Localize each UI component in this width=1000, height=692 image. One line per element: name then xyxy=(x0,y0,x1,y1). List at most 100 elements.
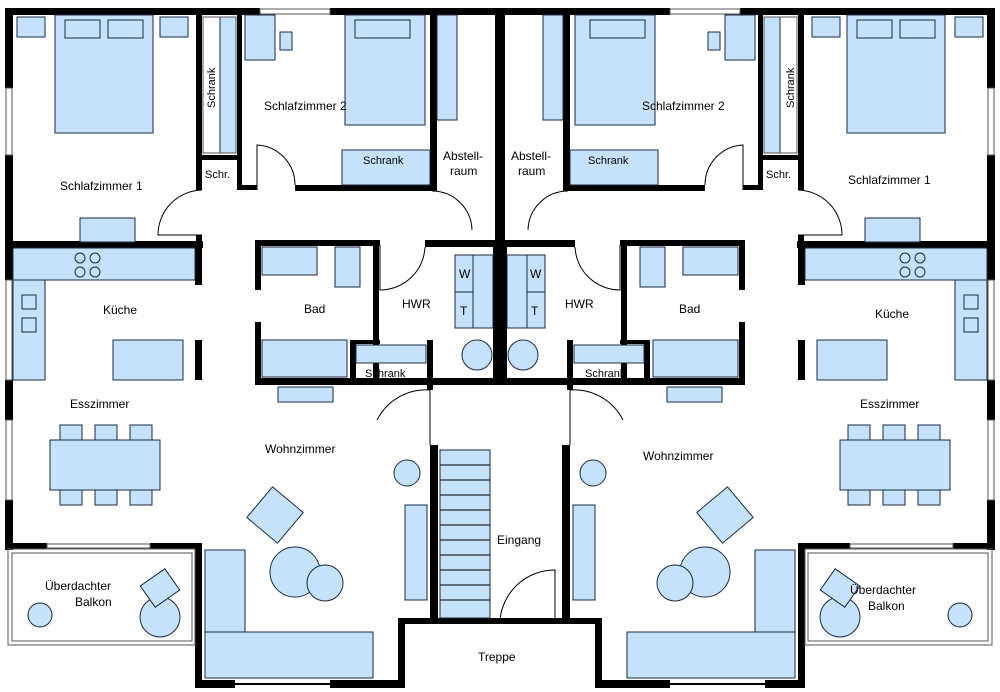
bench xyxy=(277,386,334,403)
room-label-bedroom2: Schlafzimmer 2 xyxy=(642,99,725,113)
outer-wall xyxy=(330,680,405,688)
chair xyxy=(279,31,293,51)
pillow xyxy=(64,19,101,39)
stove-burner xyxy=(74,266,86,278)
interior-wall xyxy=(425,240,495,247)
outer-wall xyxy=(398,620,405,688)
balcony-railing xyxy=(11,552,193,642)
left-unit-geometry xyxy=(5,8,505,688)
room-label-utility: HWR xyxy=(565,297,594,311)
room-label-dining: Esszimmer xyxy=(860,397,919,411)
room-label-living: Wohnzimmer xyxy=(643,449,713,463)
outer-wall xyxy=(5,8,13,88)
storage-label: raum xyxy=(450,164,477,178)
wardrobe-small-label: Schr. xyxy=(766,169,791,181)
room-label-balcony: Balkon xyxy=(75,595,112,609)
dining-table xyxy=(49,439,161,491)
outer-wall xyxy=(5,380,13,420)
hall-wardrobe-label: Schrank xyxy=(365,368,406,380)
door-swing xyxy=(379,245,426,291)
wardrobe-label: Schrank xyxy=(588,155,629,167)
outer-wall xyxy=(330,8,500,15)
dryer-label: T xyxy=(531,304,539,318)
room-label-bath: Bad xyxy=(304,302,325,316)
room-label-dining: Esszimmer xyxy=(70,397,129,411)
sofa xyxy=(204,631,374,679)
outer-wall xyxy=(195,543,202,683)
entrance-label: Eingang xyxy=(497,533,541,547)
washer-label: W xyxy=(530,267,542,281)
interior-wall xyxy=(237,185,257,190)
chair xyxy=(129,424,153,441)
interior-wall xyxy=(196,15,202,190)
balcony-railing xyxy=(7,548,196,646)
interior-wall xyxy=(196,235,202,248)
interior-wall xyxy=(195,340,202,380)
nightstand xyxy=(16,16,46,38)
sink xyxy=(21,317,37,333)
boiler xyxy=(461,339,493,371)
room-label-balcony: Balkon xyxy=(868,599,905,613)
washer-label: W xyxy=(459,267,471,281)
wardrobe-label: Schrank xyxy=(785,67,797,108)
room-label-bedroom2: Schlafzimmer 2 xyxy=(264,99,347,113)
outer-wall xyxy=(5,8,260,15)
wardrobe-frame xyxy=(202,16,237,154)
dryer-label: T xyxy=(460,304,468,318)
door-swing xyxy=(256,144,296,190)
interior-wall xyxy=(13,241,203,248)
stair-wall xyxy=(398,618,503,624)
chair xyxy=(94,489,118,506)
interior-wall xyxy=(196,155,240,160)
shelf xyxy=(436,14,458,121)
sideboard xyxy=(404,504,428,601)
stair-flight xyxy=(439,449,491,619)
room-label-bedroom1: Schlafzimmer 1 xyxy=(60,179,143,193)
pillow xyxy=(107,19,144,39)
wardrobe xyxy=(341,149,431,186)
room-label-kitchen: Küche xyxy=(103,303,137,317)
stove-burner xyxy=(89,252,101,264)
interior-wall xyxy=(350,340,356,385)
lounge-chair xyxy=(139,568,181,608)
interior-wall xyxy=(237,15,242,190)
outer-wall xyxy=(195,680,235,688)
toilet xyxy=(334,246,361,288)
window xyxy=(5,279,13,381)
bath-wall xyxy=(255,322,261,385)
chair xyxy=(129,489,153,506)
door-swing xyxy=(157,189,203,236)
outer-wall xyxy=(150,543,202,549)
bathtub xyxy=(261,339,348,378)
side-table xyxy=(306,564,344,602)
room-label-utility: HWR xyxy=(402,297,431,311)
interior-wall xyxy=(350,340,380,344)
room-label-bath: Bad xyxy=(679,302,700,316)
outer-wall xyxy=(235,683,330,685)
pillow xyxy=(354,19,411,39)
interior-wall xyxy=(430,15,437,191)
window xyxy=(46,543,151,549)
bath-wall xyxy=(255,240,261,290)
sink xyxy=(21,294,37,310)
room-label-bedroom1: Schlafzimmer 1 xyxy=(848,173,931,187)
room-label-kitchen: Küche xyxy=(875,307,909,321)
stair-wall xyxy=(430,445,438,623)
wardrobe-small-label: Schr. xyxy=(205,169,230,181)
plant xyxy=(393,459,421,487)
washbasin xyxy=(261,246,318,276)
hall-wardrobe-label: Schrank xyxy=(585,368,626,380)
storage-label: Abstell- xyxy=(511,149,551,163)
dresser xyxy=(79,217,136,243)
nightstand xyxy=(159,16,189,38)
chair xyxy=(59,424,83,441)
outer-wall xyxy=(5,155,13,280)
chair xyxy=(59,489,83,506)
interior-wall xyxy=(255,378,500,385)
dryer xyxy=(454,291,474,329)
entrance-door-swing xyxy=(499,569,556,621)
outer-wall xyxy=(5,543,47,549)
outer-wall xyxy=(5,500,13,550)
room-label-balcony: Überdachter xyxy=(850,583,916,597)
